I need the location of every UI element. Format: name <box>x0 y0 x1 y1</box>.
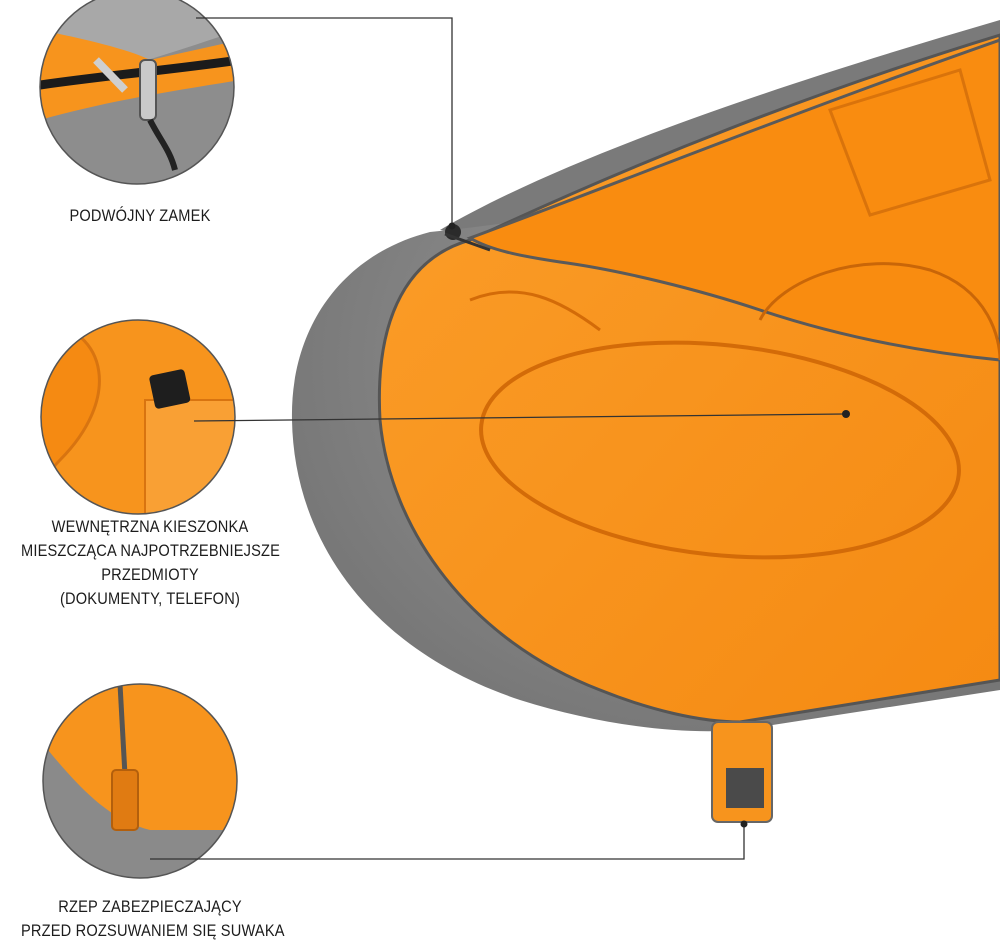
caption-line: (DOKUMENTY, TELEFON) <box>59 589 240 608</box>
bag-zipper-pull <box>444 224 491 252</box>
caption-line: PRZED ROZSUWANIEM SIĘ SUWAKA <box>21 921 285 940</box>
caption-velcro-guard: RZEP ZABEZPIECZAJĄCY PRZED ROZSUWANIEM S… <box>21 895 285 943</box>
callout-dot-zipper <box>448 222 456 230</box>
bag-shell-top <box>440 20 1000 240</box>
detail-circle-zipper <box>39 0 235 185</box>
callout-dot-velcro <box>740 820 748 828</box>
caption-line: MIESZCZĄCA NAJPOTRZEBNIEJSZE <box>21 541 281 560</box>
velcro-tab <box>711 721 773 823</box>
callout-lines <box>150 17 845 860</box>
caption-line: PODWÓJNY ZAMEK <box>69 206 211 225</box>
caption-line: WEWNĘTRZNA KIESZONKA <box>51 517 249 536</box>
bag-hood-seam <box>469 290 601 332</box>
bag-top-pocket <box>828 68 992 217</box>
bag-top-flap <box>466 38 1000 362</box>
caption-double-zipper: PODWÓJNY ZAMEK <box>54 204 226 228</box>
caption-line: PRZEDMIOTY <box>101 565 199 584</box>
detail-circle-pocket <box>40 319 236 515</box>
callout-dots <box>448 222 850 828</box>
detail-circle-velcro <box>42 683 238 879</box>
callout-line-pocket <box>193 413 845 422</box>
caption-inner-pocket: WEWNĘTRZNA KIESZONKA MIESZCZĄCA NAJPOTRZ… <box>21 515 281 611</box>
callout-line-velcro <box>150 824 745 860</box>
bag-flap-quilt <box>758 262 1000 361</box>
callout-dot-pocket <box>842 410 850 418</box>
callout-line-zipper <box>196 17 453 226</box>
bag-pillow-quilt <box>479 340 961 560</box>
caption-line: RZEP ZABEZPIECZAJĄCY <box>58 897 242 916</box>
sleeping-bag <box>291 20 1000 823</box>
